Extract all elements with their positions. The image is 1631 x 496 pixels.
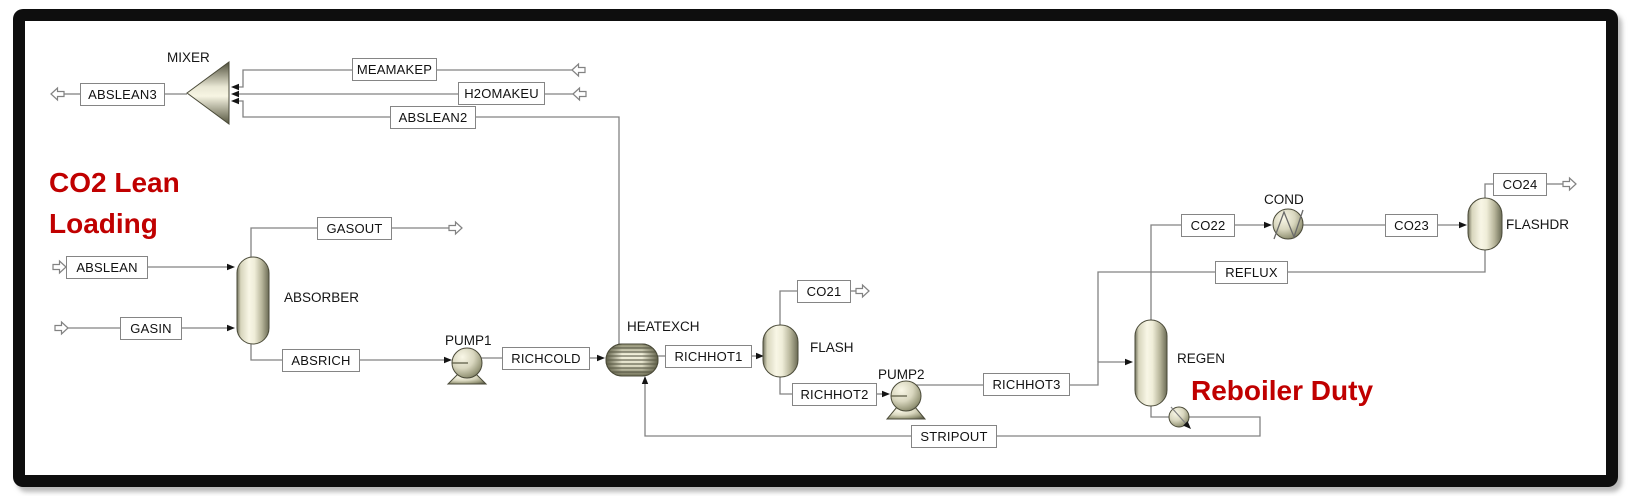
stream-label-reflux[interactable]: REFLUX [1215, 261, 1288, 284]
stream-line-meamakep[interactable] [231, 62, 586, 91]
stream-label-richcold[interactable]: RICHCOLD [502, 347, 590, 370]
block-label-mixer: MIXER [167, 50, 210, 65]
stream-line-abslean[interactable] [52, 259, 235, 275]
stream-label-co24[interactable]: CO24 [1493, 173, 1547, 196]
cond-icon[interactable] [1272, 208, 1304, 240]
flashdr-icon[interactable] [1467, 197, 1503, 251]
stream-line-gasout[interactable] [250, 220, 463, 257]
feed-arrow-meamakep[interactable] [571, 62, 586, 78]
stream-label-abslean3[interactable]: ABSLEAN3 [80, 83, 165, 106]
feed-arrow-abslean[interactable] [52, 259, 67, 275]
stream-label-absrich[interactable]: ABSRICH [282, 349, 360, 372]
stream-line-h2omakeu[interactable] [231, 86, 587, 102]
stream-label-richhot3[interactable]: RICHHOT3 [983, 373, 1070, 396]
stream-line-richhot2[interactable] [779, 377, 890, 398]
pump2-icon[interactable] [885, 380, 927, 420]
stream-line-abslean3[interactable] [50, 86, 187, 102]
window-frame [13, 9, 1618, 487]
product-arrow-abslean3[interactable] [50, 86, 65, 102]
absorber-icon[interactable] [236, 256, 270, 345]
stream-line-stripout[interactable] [641, 376, 1261, 437]
stream-label-abslean[interactable]: ABSLEAN [66, 256, 148, 279]
stream-line-absrich[interactable] [250, 344, 452, 364]
stream-label-richhot1[interactable]: RICHHOT1 [665, 345, 752, 368]
stream-label-gasin[interactable]: GASIN [120, 317, 182, 340]
reboiler-icon[interactable] [1168, 406, 1191, 429]
block-label-absorber: ABSORBER [284, 290, 360, 305]
block-label-regen: REGEN [1177, 351, 1226, 366]
stream-line-richhot1[interactable] [658, 352, 764, 360]
stream-line-richhot3[interactable] [916, 358, 1133, 386]
product-arrow-co24[interactable] [1562, 176, 1577, 192]
block-label-flash: FLASH [810, 340, 854, 355]
feed-arrow-gasin[interactable] [54, 320, 69, 336]
regen-icon[interactable] [1134, 319, 1168, 407]
stream-label-h2omakeu[interactable]: H2OMAKEU [458, 82, 545, 105]
block-label-cond: COND [1264, 192, 1304, 207]
stream-line-gasin[interactable] [54, 320, 235, 336]
stream-line-co23[interactable] [1303, 221, 1467, 229]
block-label-heatexch: HEATEXCH [627, 319, 700, 334]
annotation-co2-lean-loading: CO2 Lean Loading [49, 167, 180, 239]
stream-line-co22[interactable] [1150, 221, 1272, 320]
stream-label-richhot2[interactable]: RICHHOT2 [792, 383, 877, 406]
heatexch-icon[interactable] [605, 343, 659, 377]
block-label-pump1: PUMP1 [445, 333, 492, 348]
product-arrow-co21[interactable] [855, 283, 870, 299]
block-label-pump2: PUMP2 [878, 367, 925, 382]
stream-line-co24[interactable] [1484, 176, 1577, 198]
stream-line-reflux[interactable] [1097, 250, 1486, 362]
flash-icon[interactable] [762, 324, 799, 378]
product-arrow-gasout[interactable] [448, 220, 463, 236]
stream-line-richcold[interactable] [481, 354, 605, 362]
stream-label-co23[interactable]: CO23 [1385, 214, 1438, 237]
stream-label-meamakep[interactable]: MEAMAKEP [352, 58, 437, 81]
stream-label-co21[interactable]: CO21 [797, 280, 851, 303]
pump1-icon[interactable] [446, 347, 488, 385]
annotation-reboiler-duty: Reboiler Duty [1191, 375, 1374, 406]
feed-arrow-h2omakeu[interactable] [572, 86, 587, 102]
stream-line-abslean2[interactable] [231, 97, 620, 344]
stream-label-stripout[interactable]: STRIPOUT [911, 425, 997, 448]
mixer-icon[interactable] [186, 61, 230, 125]
stream-label-abslean2[interactable]: ABSLEAN2 [390, 106, 476, 129]
stream-line-co21[interactable] [779, 283, 870, 325]
stream-label-co22[interactable]: CO22 [1181, 214, 1235, 237]
stream-label-gasout[interactable]: GASOUT [317, 217, 392, 240]
block-label-flashdr: FLASHDR [1506, 217, 1570, 232]
